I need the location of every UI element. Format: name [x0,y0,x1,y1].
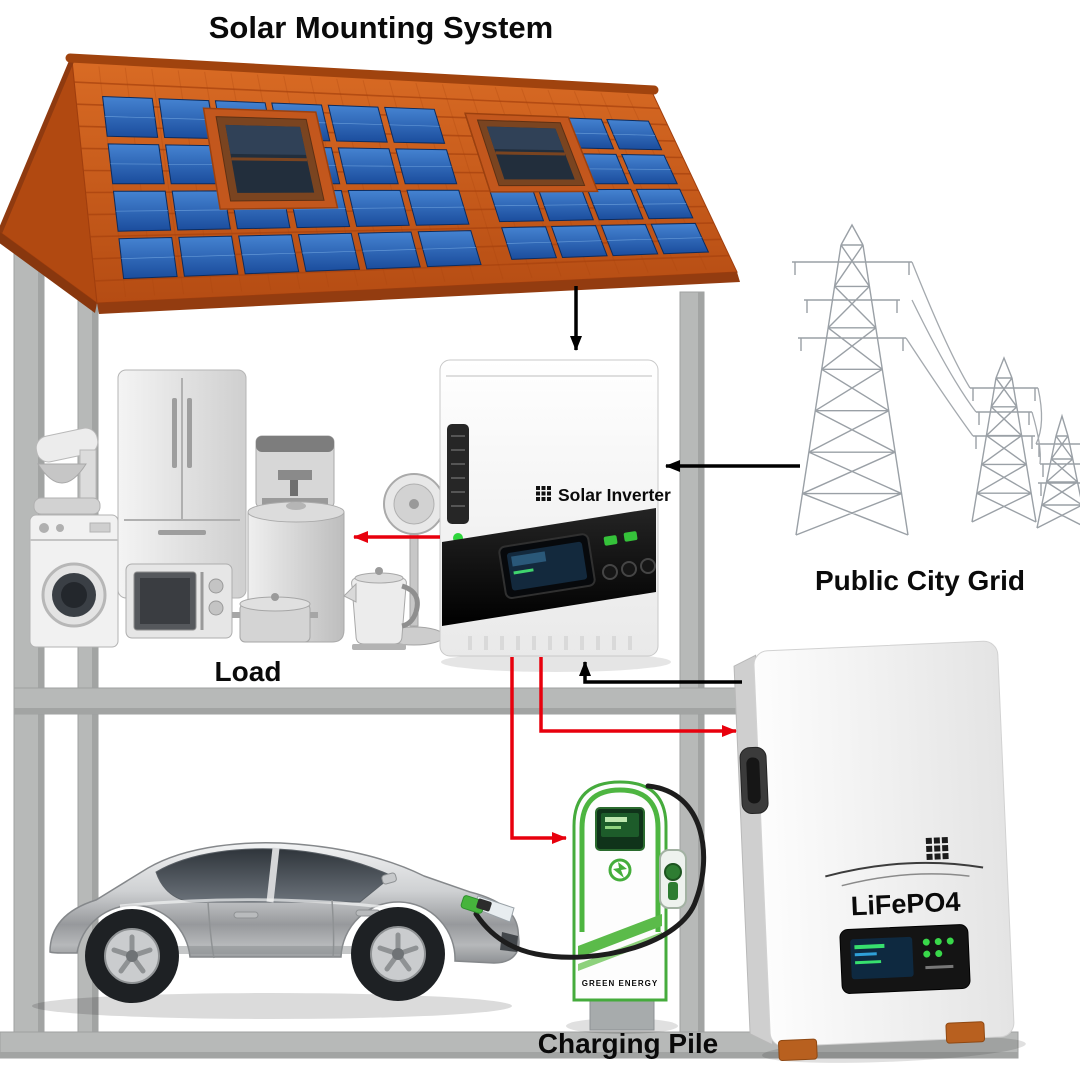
inverter-grid-icon [536,486,551,501]
solar-inverter-unit: Solar Inverter [439,359,671,672]
battery-swoosh-2 [841,873,970,887]
battery-handle-slot [746,757,761,804]
car-beltline-highlight [119,898,421,914]
load-appliances [29,369,445,650]
arrow-inverter-to-battery [539,657,737,737]
charger-stripe-1 [578,914,662,958]
cooking-pot [232,593,318,643]
roof-left-fascia [0,232,97,313]
battery-brand: LiFePO4 [850,887,961,922]
charging-plug [476,898,492,912]
battery-swoosh-1 [825,861,984,878]
washing-machine [29,514,119,648]
charging-cable [473,783,707,960]
battery-unit: LiFePO4 [733,640,1026,1063]
car-mirror [381,872,397,885]
battery-foot-left [778,1038,818,1061]
arrow-inverter-to-charger [510,657,567,844]
espresso-machine [255,435,335,509]
charger-screen-text2 [605,826,621,829]
car-door-handle-rear [233,911,259,919]
inverter-buttons [602,558,656,580]
electric-car [32,842,520,1019]
car-shadow [32,993,512,1019]
roof-ridge-cap [65,53,659,95]
roof [0,53,740,314]
battery-foot-right [945,1021,986,1044]
grid-label: Public City Grid [815,565,1025,596]
battery-display [839,924,971,994]
arrow-battery-to-inverter [579,661,742,684]
inverter-vent-slits [451,435,465,507]
microwave [125,563,233,639]
inverter-status-icon-1 [603,535,618,546]
page-title: Solar Mounting System [209,10,553,45]
frame-post-left-inner-shade [92,250,98,1058]
inverter-brand: Solar Inverter [558,485,671,505]
charger-connector-nozzle [668,882,678,900]
battery-logo-grid-icon [925,837,949,860]
charger-screen-glow [601,813,639,837]
inverter-display [498,533,596,600]
charger-green-frame [579,787,661,932]
transmission-towers [792,223,1080,536]
frame-beam-bottom-shade [0,1052,1018,1058]
roof-eave-fascia [97,272,740,314]
charger-footer-text: GREEN ENERGY [582,979,658,988]
inverter-shadow [441,652,671,672]
car-rear-wheel [85,909,179,1003]
frame-post-right-shade [698,292,704,1032]
car-b-pillar [266,847,280,903]
charger-screen-text [605,817,627,822]
car-front-wheel [351,907,445,1001]
ev-charging-station: GREEN ENERGY [460,780,707,1034]
stand-mixer [33,427,101,515]
frame-beam-middle-shade [14,708,740,714]
inverter-bottom-vents [468,636,632,650]
refrigerator [117,369,247,599]
roof-rake-edge [0,59,75,233]
inverter-status-icon-2 [623,531,638,542]
load-label: Load [215,656,282,687]
car-door-lines [207,899,335,959]
energy-flow-arrows [353,286,800,844]
charger-connector [664,863,682,881]
kettle [343,567,420,650]
frame-post-left-shade [38,240,44,1058]
roof-windows [202,107,599,210]
inverter-vent [447,424,469,524]
charging-pile-label: Charging Pile [538,1028,718,1059]
lightning-icon [613,862,627,878]
